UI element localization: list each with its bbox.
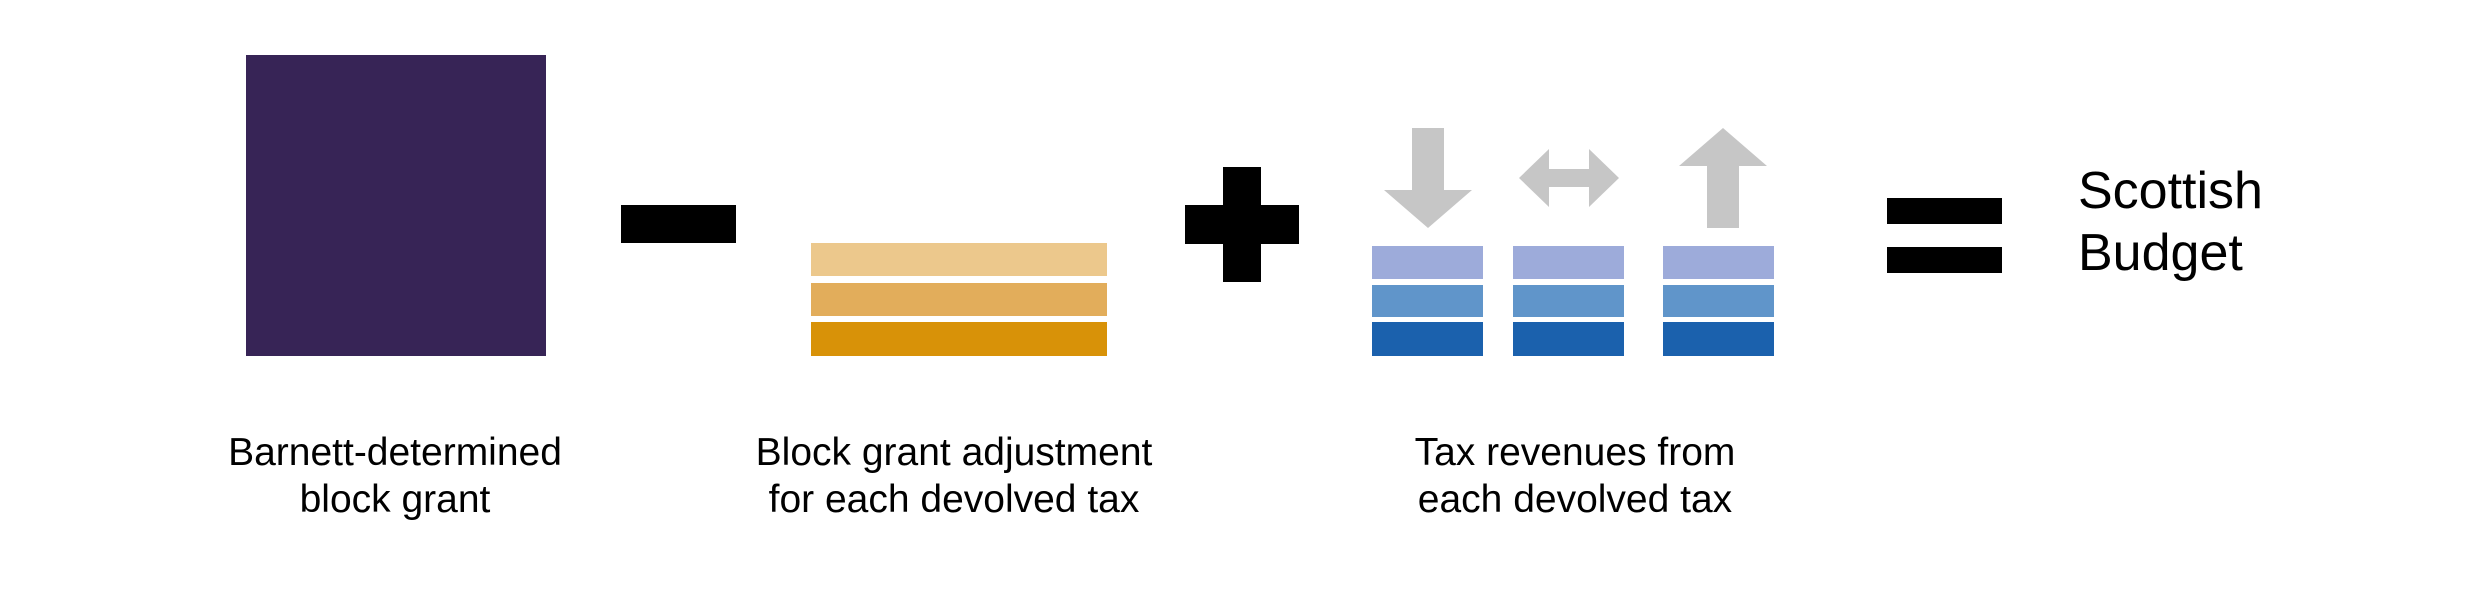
barnett-block-grant-rect	[246, 55, 546, 356]
tax-revenue-segment-3	[1663, 322, 1774, 356]
tax-revenue-column-2	[1513, 246, 1624, 356]
tax-revenue-segment-1	[1513, 246, 1624, 279]
tax-revenue-segment-1	[1663, 246, 1774, 279]
tax-revenue-segment-2	[1513, 285, 1624, 317]
equals-icon	[1887, 198, 2002, 273]
scottish-budget-label: Scottish Budget	[2078, 162, 2263, 282]
plus-icon	[1185, 167, 1299, 282]
tax-revenue-segment-2	[1372, 285, 1483, 317]
minus-icon	[621, 205, 736, 243]
bga-segment-1	[811, 243, 1107, 276]
plus-icon-horizontal-bar	[1185, 205, 1299, 244]
arrow-left-right-icon	[1519, 149, 1619, 207]
tax-revenue-column-3	[1663, 246, 1774, 356]
tax-revenue-column-1	[1372, 246, 1483, 356]
tax-revenues-caption: Tax revenues from each devolved tax	[1414, 431, 1736, 521]
tax-revenue-segment-3	[1372, 322, 1483, 356]
arrow-up-icon	[1679, 128, 1767, 228]
barnett-block-grant-caption: Barnett-determined block grant	[228, 431, 562, 521]
block-grant-adjustment-caption: Block grant adjustment for each devolved…	[755, 431, 1153, 521]
equals-icon-top-bar	[1887, 198, 2002, 224]
equals-icon-bottom-bar	[1887, 247, 2002, 273]
tax-revenue-segment-3	[1513, 322, 1624, 356]
bga-segment-3	[811, 322, 1107, 356]
tax-revenue-segment-1	[1372, 246, 1483, 279]
bga-segment-2	[811, 283, 1107, 316]
arrow-down-icon	[1384, 128, 1472, 228]
block-grant-adjustment-stack	[811, 243, 1107, 356]
tax-revenue-segment-2	[1663, 285, 1774, 317]
